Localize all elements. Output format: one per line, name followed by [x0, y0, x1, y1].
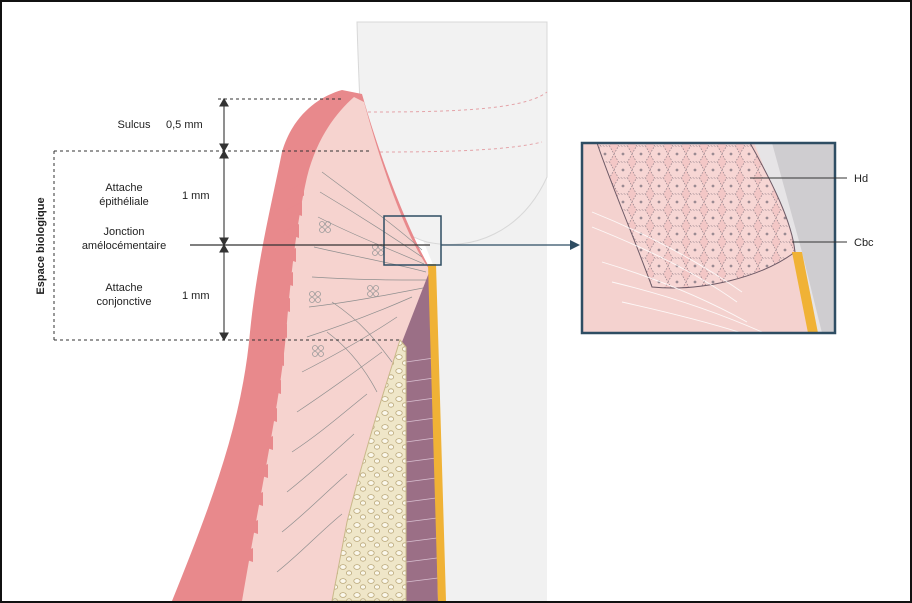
connective-label-line1: Attache [105, 282, 142, 294]
inset-detail [582, 143, 847, 333]
epithelial-label-line1: Attache [105, 182, 142, 194]
sulcus-label: Sulcus [117, 119, 151, 131]
junction-label-line1: Jonction [104, 226, 145, 238]
measure-arrows [220, 99, 228, 340]
hd-label: Hd [854, 173, 868, 185]
connective-label-line2: conjonctive [96, 296, 151, 308]
sulcus-measure: 0,5 mm [166, 119, 203, 131]
side-label: Espace biologique [35, 197, 47, 294]
epithelial-measure: 1 mm [182, 190, 210, 202]
epithelial-label-line2: épithéliale [99, 196, 149, 208]
junction-label-line2: amélocémentaire [82, 240, 166, 252]
connective-measure: 1 mm [182, 290, 210, 302]
cbc-label: Cbc [854, 237, 874, 249]
inset-pointer-arrowhead [570, 240, 580, 250]
